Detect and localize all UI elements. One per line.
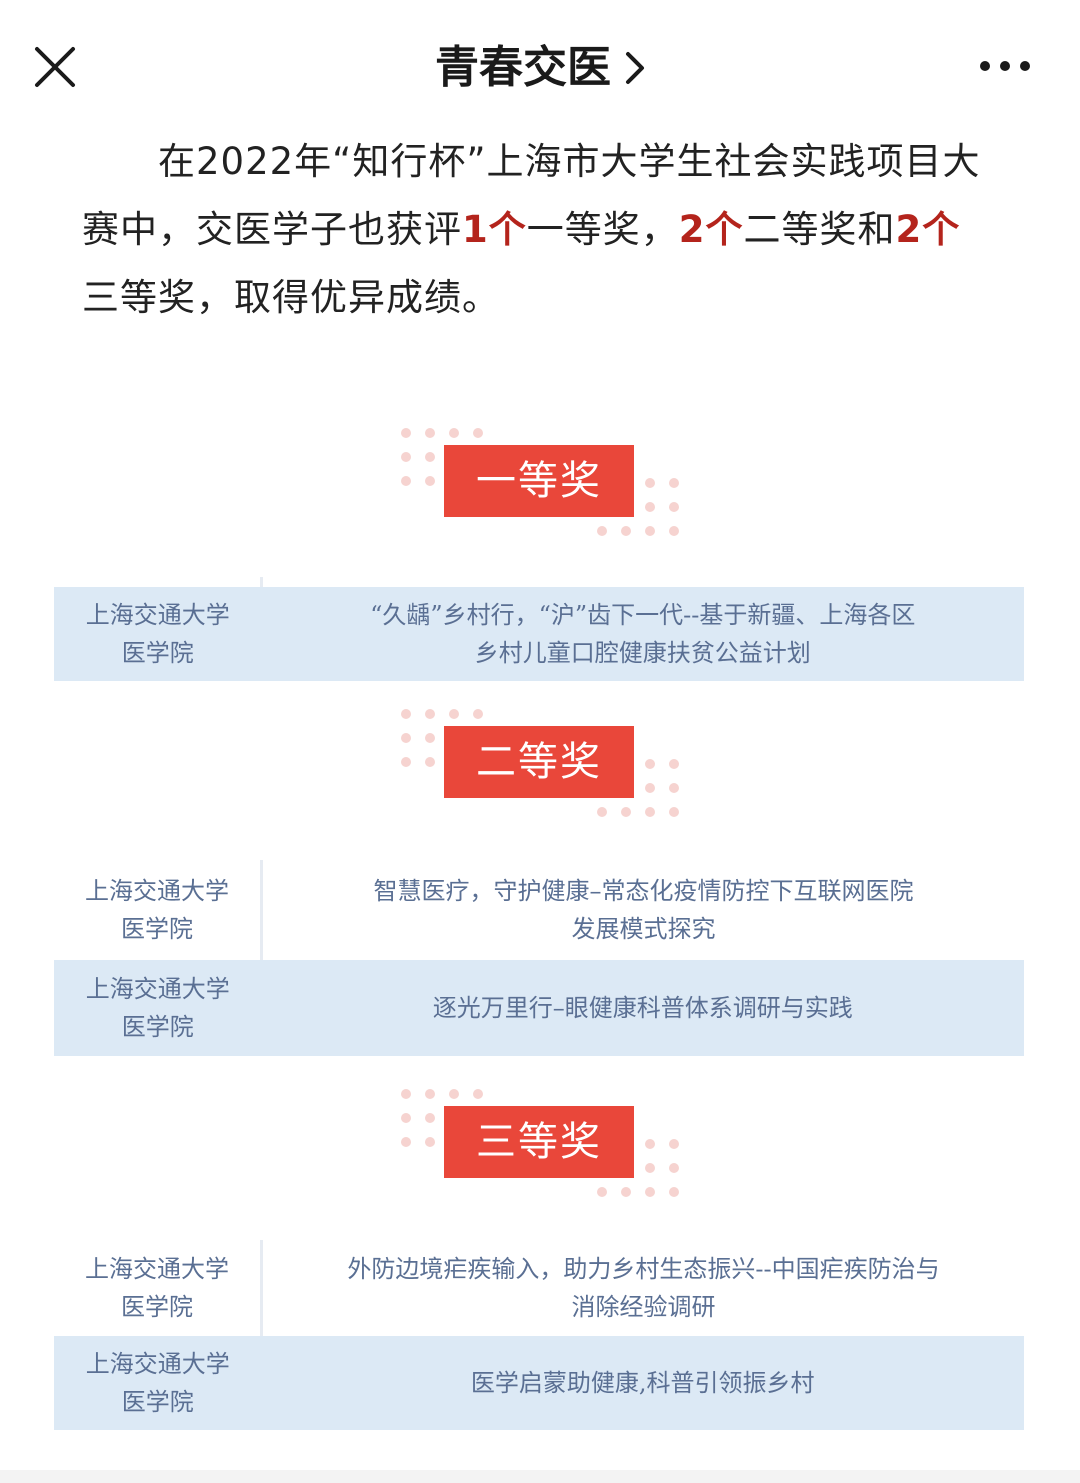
more-dots-icon xyxy=(980,61,1030,71)
table-header-spacer xyxy=(54,577,1024,587)
article-intro-paragraph: 在2022年“知行杯”上海市大学生社会实践项目大 赛中，交医学子也获评1个一等奖… xyxy=(82,128,1002,332)
first-prize-badge: 一等奖 xyxy=(444,445,634,517)
decorative-dots-icon xyxy=(401,428,679,536)
account-name: 青春交医 xyxy=(435,42,611,93)
more-options-button[interactable] xyxy=(970,46,1040,86)
bottom-divider xyxy=(0,1470,1080,1483)
first-prize-table: 上海交通大学 医学院 “久龋”乡村行，“沪”齿下一代--基于新疆、上海各区 乡村… xyxy=(54,577,1024,681)
chevron-right-icon xyxy=(626,52,644,84)
close-icon xyxy=(35,47,75,87)
table-row: 上海交通大学 医学院 “久龋”乡村行，“沪”齿下一代--基于新疆、上海各区 乡村… xyxy=(54,587,1024,681)
top-navigation-bar: 青春交医 xyxy=(0,0,1080,130)
intro-line-2: 赛中，交医学子也获评1个一等奖，2个二等奖和2个 xyxy=(82,208,961,251)
school-cell: 上海交通大学 医学院 xyxy=(54,1336,262,1430)
third-prize-count: 2个 xyxy=(895,208,961,251)
first-prize-count: 1个 xyxy=(462,208,527,251)
school-cell: 上海交通大学 医学院 xyxy=(54,587,262,681)
school-cell: 上海交通大学 医学院 xyxy=(54,860,263,960)
close-button[interactable] xyxy=(30,42,80,92)
project-cell: “久龋”乡村行，“沪”齿下一代--基于新疆、上海各区 乡村儿童口腔健康扶贫公益计… xyxy=(261,587,1024,681)
intro-line-3: 三等奖，取得优异成绩。 xyxy=(82,276,500,319)
second-prize-table: 上海交通大学 医学院 智慧医疗，守护健康–常态化疫情防控下互联网医院 发展模式探… xyxy=(54,860,1024,1056)
school-cell: 上海交通大学 医学院 xyxy=(54,1240,263,1336)
table-row: 上海交通大学 医学院 医学启蒙助健康,科普引领振乡村 xyxy=(54,1336,1024,1430)
third-prize-header: 三等奖 xyxy=(398,1086,688,1206)
second-prize-badge: 二等奖 xyxy=(444,726,634,798)
first-prize-header: 一等奖 xyxy=(398,425,688,545)
table-row: 上海交通大学 医学院 外防边境疟疾输入，助力乡村生态振兴--中国疟疾防治与 消除… xyxy=(54,1240,1024,1336)
account-title-link[interactable]: 青春交医 xyxy=(435,40,645,96)
school-cell: 上海交通大学 医学院 xyxy=(54,960,262,1056)
second-prize-count: 2个 xyxy=(678,208,744,251)
third-prize-badge: 三等奖 xyxy=(444,1106,634,1178)
nav-title-row: 青春交医 xyxy=(0,40,1080,96)
project-cell: 逐光万里行–眼健康科普体系调研与实践 xyxy=(261,960,1024,1056)
project-cell: 医学启蒙助健康,科普引领振乡村 xyxy=(261,1336,1024,1430)
decorative-dots-icon xyxy=(401,1089,679,1197)
second-prize-header: 二等奖 xyxy=(398,706,688,826)
project-cell: 智慧医疗，守护健康–常态化疫情防控下互联网医院 发展模式探究 xyxy=(261,860,1024,960)
table-row: 上海交通大学 医学院 逐光万里行–眼健康科普体系调研与实践 xyxy=(54,960,1024,1056)
table-row: 上海交通大学 医学院 智慧医疗，守护健康–常态化疫情防控下互联网医院 发展模式探… xyxy=(54,860,1024,960)
intro-line-1: 在2022年“知行杯”上海市大学生社会实践项目大 xyxy=(158,140,981,183)
decorative-dots-icon xyxy=(401,709,679,817)
project-cell: 外防边境疟疾输入，助力乡村生态振兴--中国疟疾防治与 消除经验调研 xyxy=(261,1240,1024,1336)
third-prize-table: 上海交通大学 医学院 外防边境疟疾输入，助力乡村生态振兴--中国疟疾防治与 消除… xyxy=(54,1240,1024,1430)
